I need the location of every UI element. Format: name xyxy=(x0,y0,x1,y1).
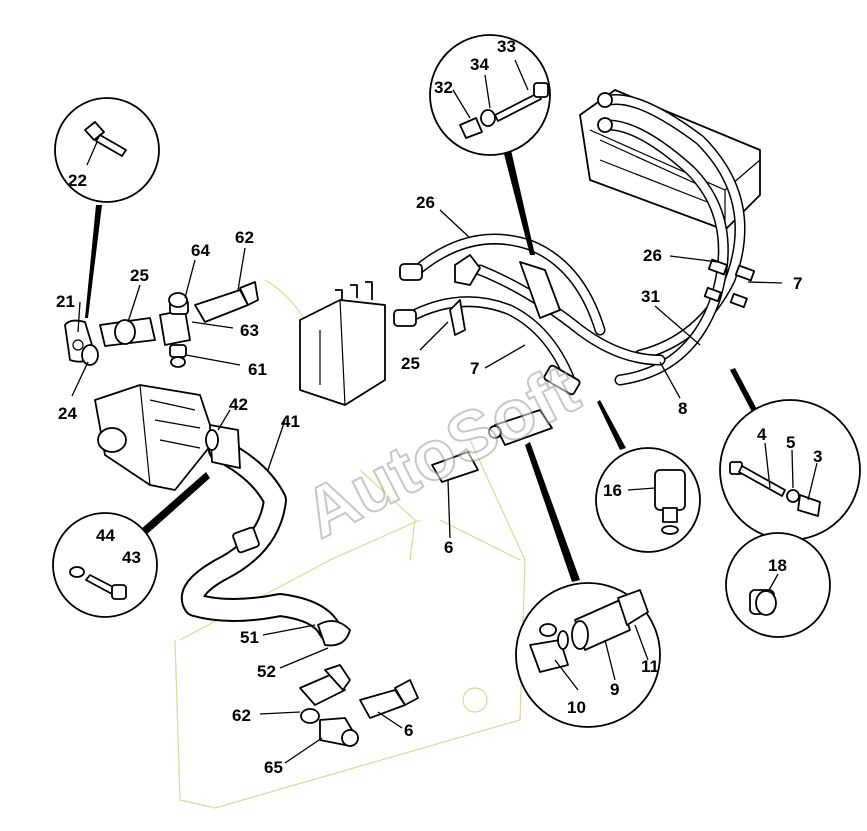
callout-7-right: 7 xyxy=(793,274,802,293)
callout-62: 62 xyxy=(235,228,254,247)
callout-6: 6 xyxy=(444,538,453,557)
callout-51: 51 xyxy=(240,628,259,647)
callout-22: 22 xyxy=(68,171,87,190)
callout-65: 65 xyxy=(264,758,283,777)
control-valve-block xyxy=(299,281,386,406)
callout-4: 4 xyxy=(757,425,767,444)
callout-61: 61 xyxy=(248,360,267,379)
detail-circle-4-5-3 xyxy=(719,368,861,541)
callout-25-center: 25 xyxy=(401,354,420,373)
hydraulic-pump xyxy=(94,384,216,491)
callout-7-center: 7 xyxy=(470,359,479,378)
callout-8: 8 xyxy=(678,399,687,418)
callout-3: 3 xyxy=(813,447,822,466)
pump-fittings xyxy=(64,281,259,368)
callout-44: 44 xyxy=(96,526,115,545)
callout-5: 5 xyxy=(786,433,795,452)
detail-circle-32-34-33 xyxy=(429,34,551,255)
callout-9: 9 xyxy=(610,680,619,699)
callout-64: 64 xyxy=(191,241,210,260)
callout-10: 10 xyxy=(567,698,586,717)
callout-26: 26 xyxy=(416,193,435,212)
callout-43: 43 xyxy=(122,548,141,567)
callout-11: 11 xyxy=(641,657,659,676)
callout-33: 33 xyxy=(497,37,516,56)
callout-52: 52 xyxy=(257,662,276,681)
callout-62-lower: 62 xyxy=(232,706,251,725)
callout-6-lower: 6 xyxy=(404,721,413,740)
callout-25: 25 xyxy=(130,266,149,285)
cooler-hoses xyxy=(597,92,756,386)
callout-32: 32 xyxy=(434,78,453,97)
callout-labels: 22 21 25 64 62 63 61 24 42 41 44 43 51 5… xyxy=(56,37,822,777)
callout-31: 31 xyxy=(641,287,660,306)
suction-pipe xyxy=(180,424,351,647)
callout-42: 42 xyxy=(229,395,248,414)
callout-18: 18 xyxy=(768,556,787,575)
detail-circle-18 xyxy=(725,532,831,638)
callout-34: 34 xyxy=(470,55,489,74)
callout-21: 21 xyxy=(56,292,75,311)
callout-26-right: 26 xyxy=(643,246,662,265)
callout-41: 41 xyxy=(281,412,300,431)
leader-lines xyxy=(71,59,818,764)
detail-circle-10-9-11 xyxy=(515,442,661,728)
detail-circle-16 xyxy=(595,400,701,553)
callout-63: 63 xyxy=(240,321,259,340)
callout-24: 24 xyxy=(58,404,77,423)
lower-fittings xyxy=(299,409,553,747)
callout-16: 16 xyxy=(603,481,622,500)
detail-circle-22 xyxy=(54,97,160,318)
detail-circle-44-43 xyxy=(52,472,210,618)
